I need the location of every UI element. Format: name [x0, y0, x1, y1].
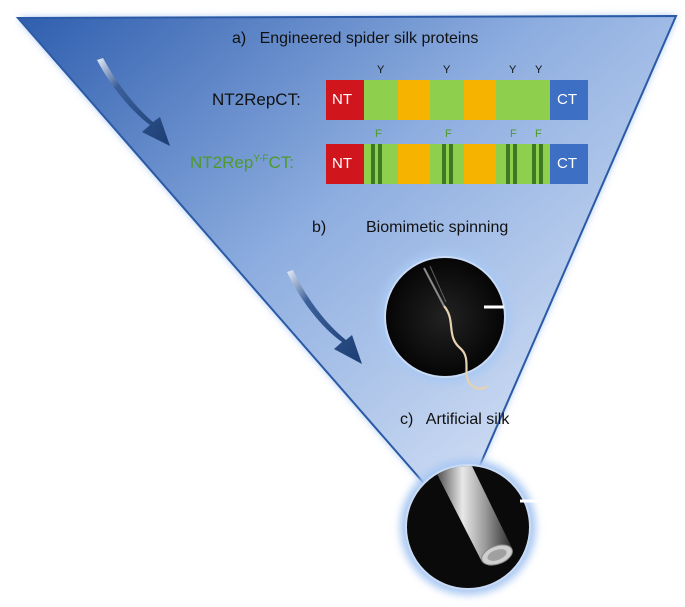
- tyrosine-marker: Y: [509, 64, 517, 76]
- section-a-letter: a): [232, 30, 247, 47]
- ct-label: CT: [557, 91, 577, 108]
- section-c-letter: c): [400, 411, 414, 428]
- construct-2-name-base: NT2Rep: [190, 153, 254, 172]
- rep-segment: [496, 80, 550, 120]
- construct-bar-nt2rep-yf-ct: [326, 144, 588, 184]
- phenylalanine-marker: F: [535, 128, 542, 140]
- mutation-stripe: [449, 144, 453, 184]
- nt-domain: [326, 144, 364, 184]
- down-arrow-icon: [287, 270, 362, 364]
- phenylalanine-marker: F: [375, 128, 382, 140]
- section-a-heading: a) Engineered spider silk proteins: [232, 30, 478, 48]
- section-b-title: Biomimetic spinning: [366, 219, 509, 236]
- ct-domain: [550, 144, 588, 184]
- rep-segment: [398, 144, 430, 184]
- ct-label: CT: [557, 155, 577, 172]
- rep-segment: [364, 80, 398, 120]
- rep-segment: [430, 144, 464, 184]
- phenylalanine-marker: F: [510, 128, 517, 140]
- construct-2-name-superscript: Y-F: [253, 153, 269, 165]
- rep-segment: [430, 80, 464, 120]
- mutation-stripe: [442, 144, 446, 184]
- mutation-stripe: [513, 144, 517, 184]
- ct-domain: [550, 80, 588, 120]
- mutation-stripe: [506, 144, 510, 184]
- rep-segment: [464, 144, 496, 184]
- nt-label: NT: [332, 155, 352, 172]
- section-a-title: Engineered spider silk proteins: [259, 30, 479, 47]
- triangle-background: [15, 14, 678, 522]
- section-c-heading: c) Artificial silk: [400, 411, 509, 429]
- mutation-stripe: [378, 144, 382, 184]
- rep-segment: [398, 80, 430, 120]
- tyrosine-marker: Y: [443, 64, 451, 76]
- phenylalanine-marker: F: [445, 128, 452, 140]
- construct-2-name: NT2RepY-FCT:: [190, 153, 294, 173]
- section-c-title: Artificial silk: [425, 411, 510, 428]
- mutation-stripe: [532, 144, 536, 184]
- mutation-stripe: [539, 144, 543, 184]
- construct-1-name: NT2RepCT:: [212, 90, 301, 109]
- spinning-micrograph: [384, 256, 506, 378]
- rep-segment: [464, 80, 496, 120]
- construct-2-name-suffix: CT:: [268, 153, 295, 172]
- construct-bar-nt2repct: [326, 80, 588, 120]
- spinning-fiber: [423, 265, 489, 390]
- nt-domain: [326, 80, 364, 120]
- tyrosine-marker: Y: [377, 64, 385, 76]
- nt-label: NT: [332, 91, 352, 108]
- down-arrow-icon: [97, 58, 170, 146]
- tyrosine-marker: Y: [535, 64, 543, 76]
- mutation-stripe: [371, 144, 375, 184]
- sem-fiber: [436, 466, 513, 566]
- section-b-letter: b): [312, 219, 327, 236]
